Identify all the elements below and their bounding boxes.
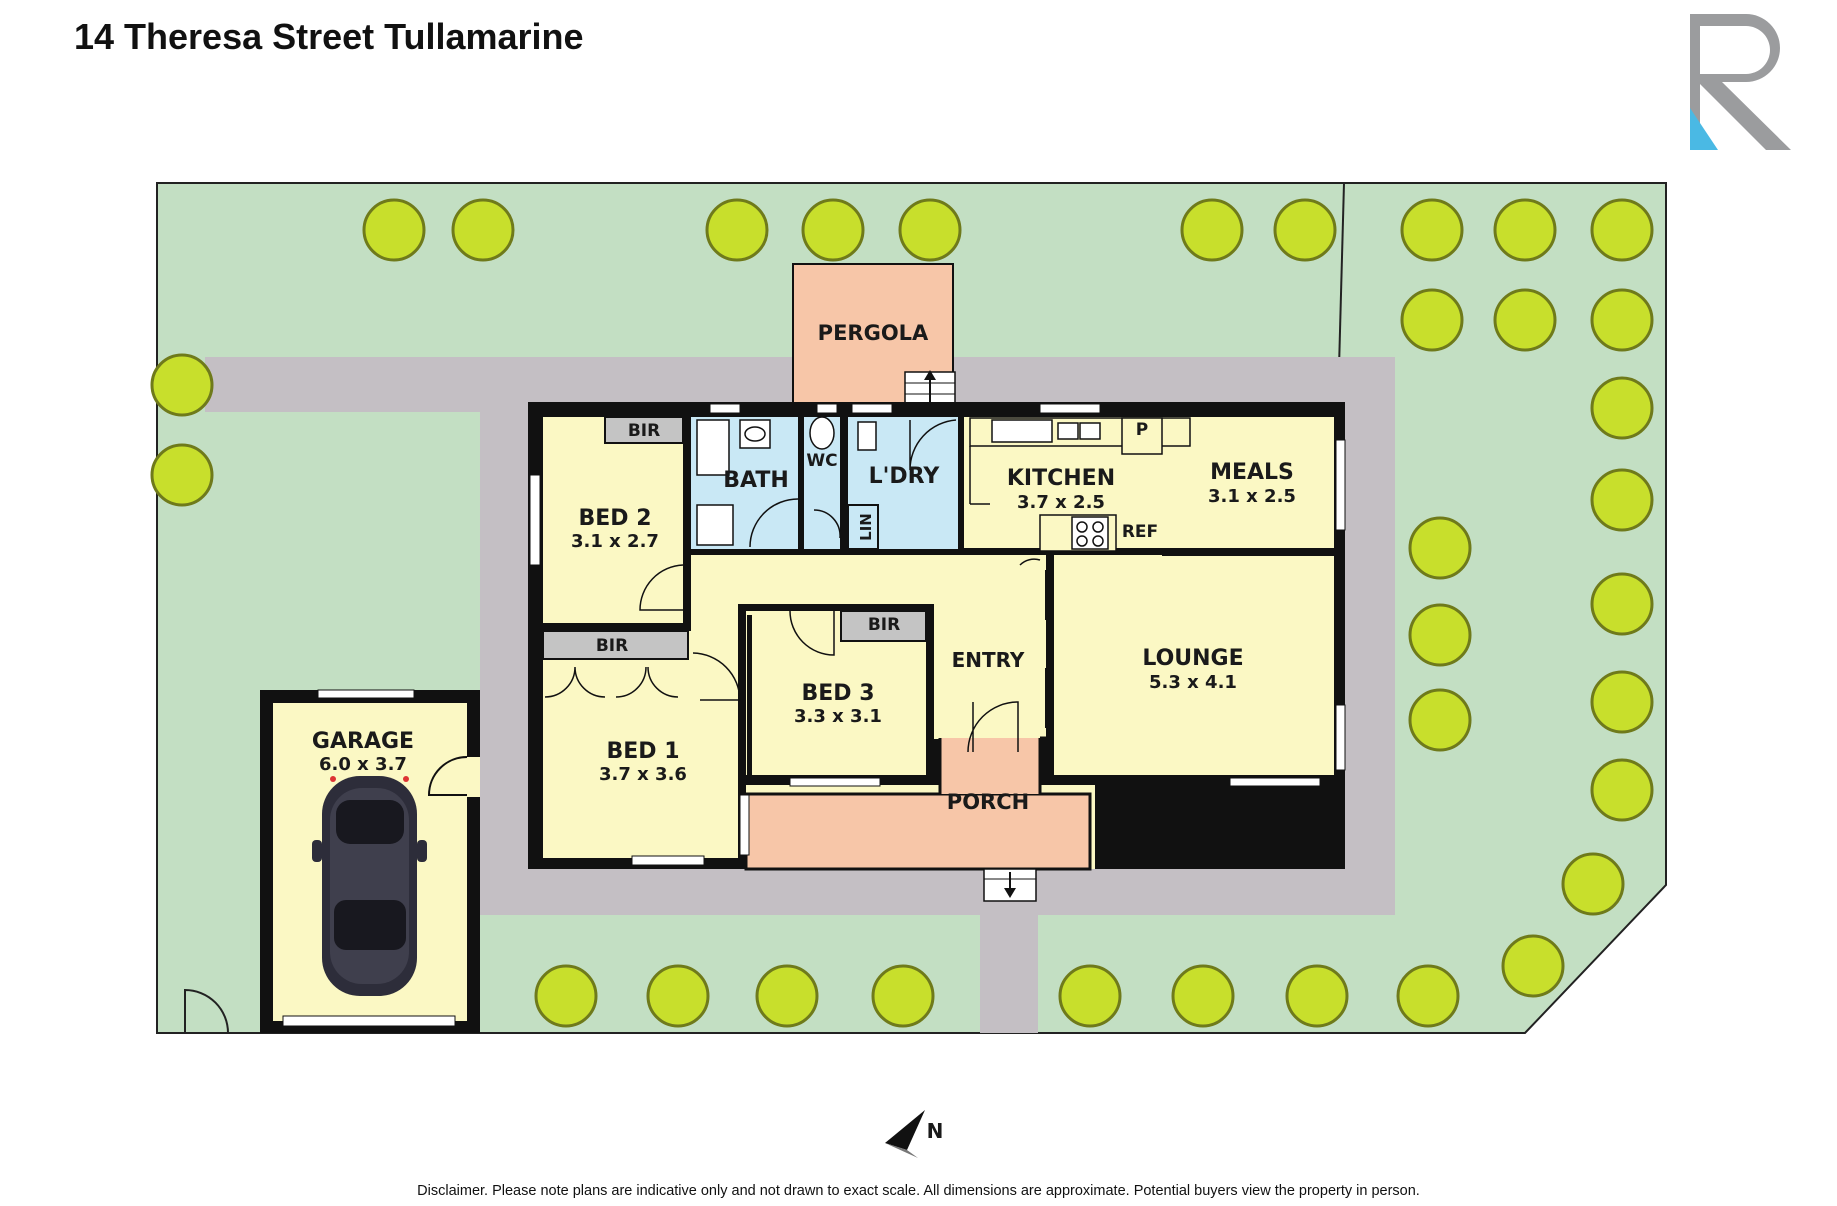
porch xyxy=(738,736,1092,902)
label-bath: BATH xyxy=(723,468,789,493)
label-ref: REF xyxy=(1122,522,1158,542)
label-kitchen-dim: 3.7 x 2.5 xyxy=(1017,492,1105,513)
label-bed3: BED 3 xyxy=(801,681,874,706)
label-bed3-dim: 3.3 x 3.1 xyxy=(794,706,882,727)
label-bir-bed2: BIR xyxy=(628,421,660,441)
car-image xyxy=(312,776,427,996)
robes xyxy=(542,416,927,698)
disclaimer-text: Disclaimer. Please note plans are indica… xyxy=(417,1183,1420,1199)
door-swings xyxy=(639,551,1260,753)
windows xyxy=(529,403,1346,866)
label-bed2: BED 2 xyxy=(578,506,651,531)
label-meals: MEALS xyxy=(1210,460,1294,485)
interior-walls xyxy=(543,402,1345,788)
kitchen-fixtures xyxy=(969,417,1191,552)
label-porch: PORCH xyxy=(947,790,1029,814)
label-meals-dim: 3.1 x 2.5 xyxy=(1208,486,1296,507)
trees xyxy=(150,198,1654,1028)
label-garage: GARAGE xyxy=(312,729,414,754)
label-kitchen: KITCHEN xyxy=(1007,466,1115,491)
label-bir-bed1: BIR xyxy=(596,636,628,656)
label-entry: ENTRY xyxy=(952,648,1025,672)
page-title: 14 Theresa Street Tullamarine xyxy=(74,16,584,57)
label-lounge-dim: 5.3 x 4.1 xyxy=(1149,672,1237,693)
compass-label: N xyxy=(927,1119,944,1143)
label-lin: LIN xyxy=(857,513,875,541)
pergola xyxy=(792,263,956,407)
garden-gate xyxy=(184,988,229,1034)
label-garage-dim: 6.0 x 3.7 xyxy=(319,754,407,775)
label-pergola: PERGOLA xyxy=(818,321,929,345)
label-bed1-dim: 3.7 x 3.6 xyxy=(599,764,687,785)
label-wc: WC xyxy=(806,451,837,471)
label-bir-bed3: BIR xyxy=(868,615,900,635)
agency-logo xyxy=(1690,14,1791,150)
house xyxy=(528,402,1345,869)
label-bed2-dim: 3.1 x 2.7 xyxy=(571,531,659,552)
label-laundry: L'DRY xyxy=(869,464,941,489)
label-bed1: BED 1 xyxy=(606,739,679,764)
north-compass: N xyxy=(885,1110,943,1158)
linen-cupboard xyxy=(847,504,879,550)
bath-fixtures xyxy=(696,416,957,548)
label-pantry: P xyxy=(1136,420,1148,440)
label-lounge: LOUNGE xyxy=(1142,646,1243,671)
